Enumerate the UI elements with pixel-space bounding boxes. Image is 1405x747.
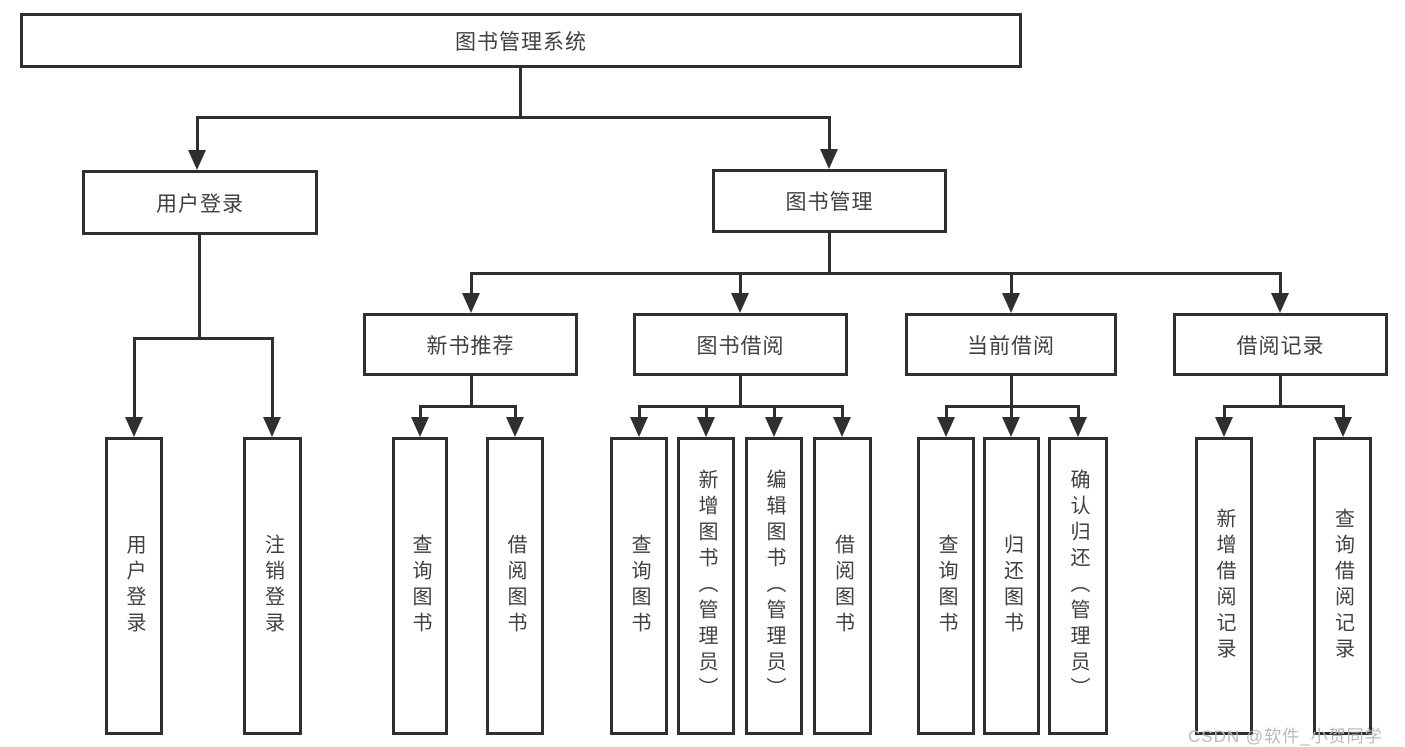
leaf-br-add-record: 新增借阅记录 xyxy=(1195,437,1253,735)
arrow-down-icon xyxy=(731,293,749,313)
leaf-logout-label: 注销登录 xyxy=(261,534,284,638)
arrow-down-icon xyxy=(1002,417,1020,437)
leaf-cb-confirm-return-admin: 确认归还（管理员） xyxy=(1048,437,1108,735)
connector-line xyxy=(1010,376,1013,408)
node-current-borrow-label: 当前借阅 xyxy=(967,334,1055,358)
arrow-down-icon xyxy=(125,417,143,437)
node-user-login: 用户登录 xyxy=(82,170,318,235)
leaf-bb-edit-books-admin-label: 编辑图书（管理员） xyxy=(763,469,785,703)
leaf-cb-confirm-return-admin-label: 确认归还（管理员） xyxy=(1067,469,1089,703)
leaf-nbr-query-books: 查询图书 xyxy=(392,437,448,735)
leaf-cb-query-books: 查询图书 xyxy=(917,437,975,735)
leaf-br-query-record-label: 查询借阅记录 xyxy=(1331,508,1354,664)
connector-line xyxy=(133,337,136,422)
node-new-book-recommend: 新书推荐 xyxy=(363,313,578,376)
connector-line xyxy=(133,337,274,340)
connector-line xyxy=(739,376,742,408)
leaf-nbr-query-books-label: 查询图书 xyxy=(409,534,431,638)
leaf-cb-return-books-label: 归还图书 xyxy=(1000,534,1023,638)
node-new-book-recommend-label: 新书推荐 xyxy=(426,334,515,358)
connector-line xyxy=(196,116,831,119)
arrow-down-icon xyxy=(937,417,955,437)
connector-line xyxy=(945,405,948,422)
node-borrow-records: 借阅记录 xyxy=(1173,313,1388,376)
connector-line xyxy=(519,68,522,118)
connector-line xyxy=(1279,376,1282,408)
arrow-down-icon xyxy=(263,417,281,437)
connector-line xyxy=(1010,272,1013,298)
arrow-down-icon xyxy=(1334,417,1352,437)
connector-line xyxy=(196,116,199,156)
connector-line xyxy=(198,235,201,340)
leaf-bb-borrow-books-label: 借阅图书 xyxy=(831,534,854,638)
connector-line xyxy=(773,405,776,422)
connector-line xyxy=(419,405,422,422)
leaf-bb-edit-books-admin: 编辑图书（管理员） xyxy=(745,437,803,735)
leaf-user-login-label: 用户登录 xyxy=(123,534,145,638)
connector-line xyxy=(705,405,708,422)
arrow-down-icon xyxy=(1069,417,1087,437)
arrow-down-icon xyxy=(411,417,429,437)
leaf-br-add-record-label: 新增借阅记录 xyxy=(1213,508,1235,664)
connector-line xyxy=(470,376,473,408)
connector-line xyxy=(841,405,844,422)
arrow-down-icon xyxy=(1271,293,1289,313)
connector-line xyxy=(271,337,274,422)
connector-line xyxy=(828,116,831,156)
node-user-login-label: 用户登录 xyxy=(156,192,244,216)
connector-line xyxy=(1342,405,1345,422)
connector-line xyxy=(739,272,742,298)
connector-line xyxy=(470,272,473,298)
connector-line xyxy=(1223,405,1345,408)
arrow-down-icon xyxy=(630,417,648,437)
leaf-logout: 注销登录 xyxy=(243,437,302,735)
connector-line xyxy=(1279,272,1282,298)
connector-line xyxy=(1010,405,1013,422)
csdn-watermark: CSDN @软件_小贺同学 xyxy=(1188,727,1383,746)
arrow-down-icon xyxy=(506,417,524,437)
node-borrow-records-label: 借阅记录 xyxy=(1236,334,1325,358)
node-current-borrow: 当前借阅 xyxy=(905,313,1117,376)
leaf-nbr-borrow-books-label: 借阅图书 xyxy=(504,534,526,638)
leaf-nbr-borrow-books: 借阅图书 xyxy=(486,437,544,735)
arrow-down-icon xyxy=(833,417,851,437)
connector-line xyxy=(470,272,1281,275)
arrow-down-icon xyxy=(765,417,783,437)
leaf-bb-add-books-admin: 新增图书（管理员） xyxy=(677,437,735,735)
connector-line xyxy=(638,405,844,408)
connector-line xyxy=(1077,405,1080,422)
node-book-management: 图书管理 xyxy=(712,169,947,233)
node-root: 图书管理系统 xyxy=(20,13,1022,68)
arrow-down-icon xyxy=(1215,417,1233,437)
leaf-br-query-record: 查询借阅记录 xyxy=(1313,437,1372,735)
connector-line xyxy=(419,405,517,408)
node-book-borrow-label: 图书借阅 xyxy=(696,334,785,358)
node-book-management-label: 图书管理 xyxy=(785,191,874,214)
arrow-down-icon xyxy=(820,149,838,169)
connector-line xyxy=(514,405,517,422)
connector-line xyxy=(1223,405,1226,422)
leaf-bb-add-books-admin-label: 新增图书（管理员） xyxy=(695,469,717,703)
arrow-down-icon xyxy=(1002,293,1020,313)
connector-line xyxy=(828,233,831,275)
arrow-down-icon xyxy=(697,417,715,437)
arrow-down-icon xyxy=(462,293,480,313)
leaf-user-login: 用户登录 xyxy=(105,437,163,735)
leaf-bb-query-books: 查询图书 xyxy=(610,437,668,735)
arrow-down-icon xyxy=(188,150,206,170)
node-book-borrow: 图书借阅 xyxy=(633,313,848,376)
leaf-cb-return-books: 归还图书 xyxy=(983,437,1040,735)
connector-line xyxy=(638,405,641,422)
leaf-bb-query-books-label: 查询图书 xyxy=(628,534,650,638)
node-root-label: 图书管理系统 xyxy=(455,30,587,54)
leaf-bb-borrow-books: 借阅图书 xyxy=(813,437,872,735)
leaf-cb-query-books-label: 查询图书 xyxy=(935,534,957,638)
